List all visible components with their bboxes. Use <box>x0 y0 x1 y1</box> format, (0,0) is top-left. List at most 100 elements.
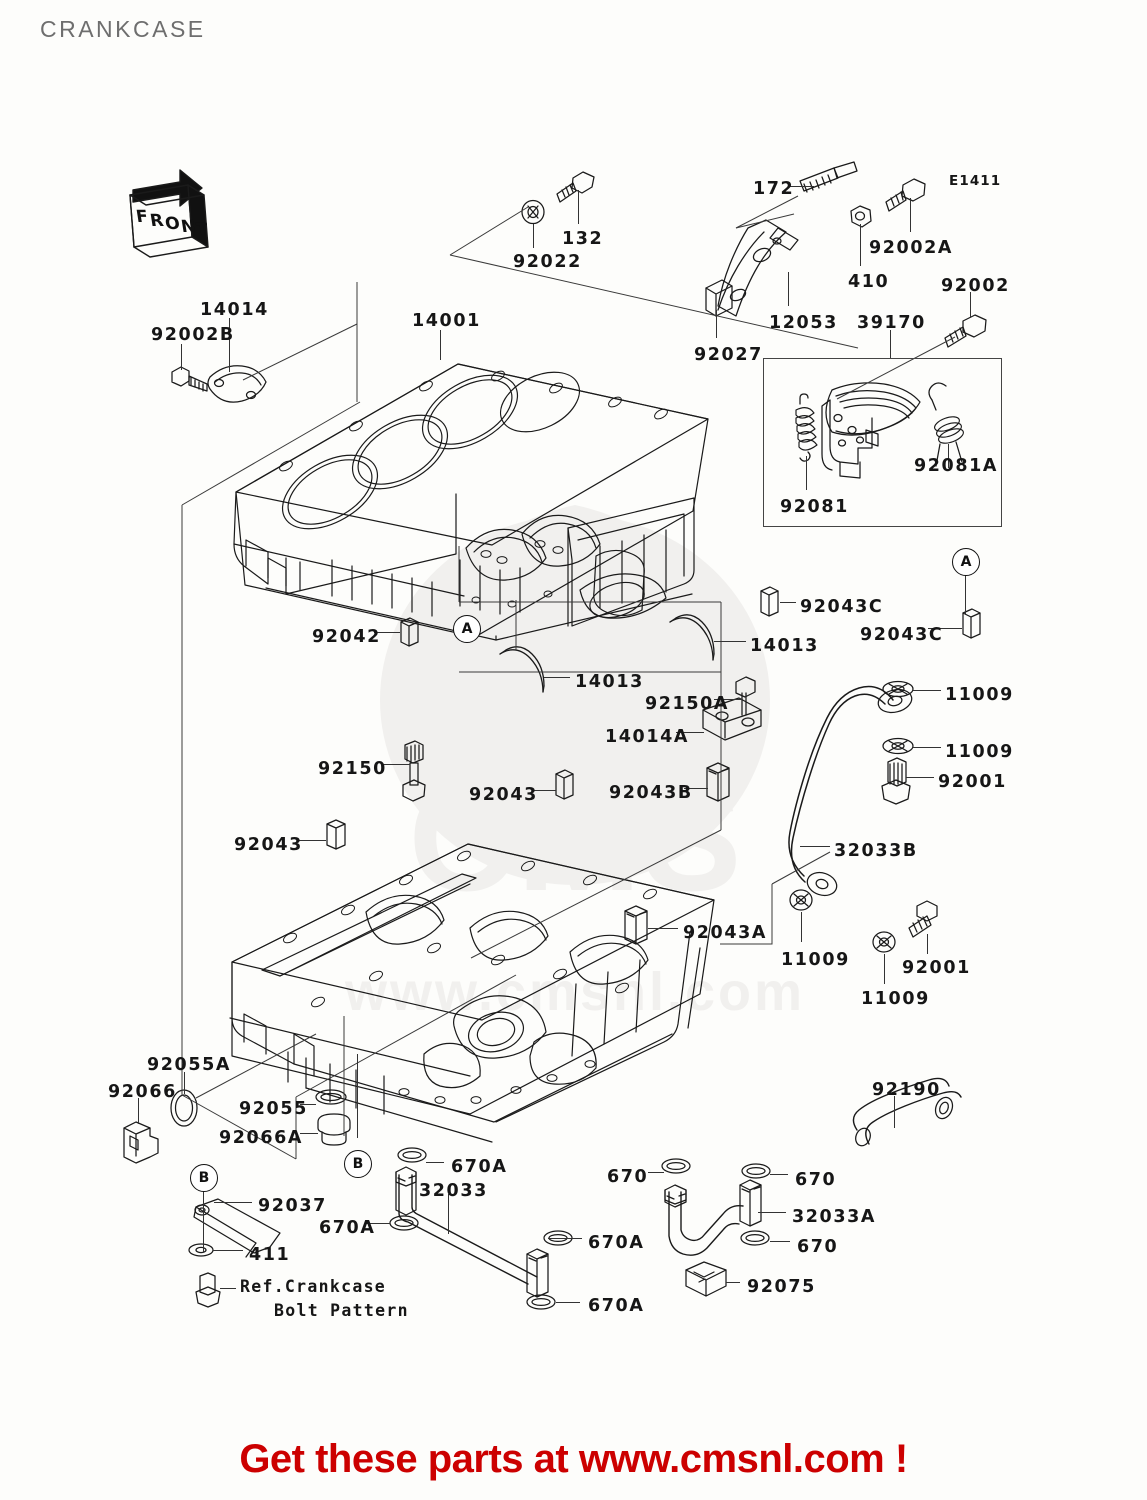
svg-text:www.cmsnl.com: www.cmsnl.com <box>344 962 805 1022</box>
leader-92043C-1 <box>780 602 796 604</box>
leader-92081A <box>948 444 950 468</box>
leader-670-3 <box>770 1241 790 1243</box>
callout-92001-1[interactable]: 92001 <box>938 772 1007 792</box>
callout-92081[interactable]: 92081 <box>780 497 849 517</box>
leader-92001-1 <box>906 777 934 779</box>
leader-92043A <box>648 928 678 930</box>
callout-670A-top[interactable]: 670A <box>451 1157 508 1177</box>
leader-14014A <box>676 732 704 734</box>
reference-bubble-a1[interactable]: A <box>453 615 481 643</box>
callout-92043C-2[interactable]: 92043C <box>860 625 944 645</box>
callout-14014[interactable]: 14014 <box>200 300 269 320</box>
leader-92075 <box>726 1282 740 1284</box>
leader-132 <box>578 190 580 224</box>
leader-92043C-2 <box>928 628 962 630</box>
ref-crankcase-note-line1: Ref.Crankcase <box>240 1277 387 1296</box>
callout-92042[interactable]: 92042 <box>312 627 381 647</box>
callout-670-1[interactable]: 670 <box>607 1167 649 1187</box>
callout-92002[interactable]: 92002 <box>941 276 1010 296</box>
leader-32033 <box>448 1194 450 1234</box>
leader-670-1 <box>648 1172 664 1174</box>
callout-12053[interactable]: 12053 <box>769 313 838 333</box>
callout-92150[interactable]: 92150 <box>318 759 387 779</box>
reference-bubble-b2[interactable]: B <box>344 1150 372 1178</box>
leader-670A-midright <box>548 1238 582 1240</box>
callout-92066A[interactable]: 92066A <box>219 1128 304 1148</box>
callout-92081A[interactable]: 92081A <box>914 456 999 476</box>
leader-92043-left <box>298 840 326 842</box>
callout-92043A[interactable]: 92043A <box>683 923 768 943</box>
reference-bubble-a2[interactable]: A <box>952 548 980 576</box>
callout-670A-midright[interactable]: 670A <box>588 1233 645 1253</box>
callout-92002B[interactable]: 92002B <box>151 325 235 345</box>
callout-14013-right[interactable]: 14013 <box>750 636 819 656</box>
callout-14014A[interactable]: 14014A <box>605 727 690 747</box>
callout-32033A[interactable]: 32033A <box>792 1207 877 1227</box>
callout-11009-1[interactable]: 11009 <box>945 685 1014 705</box>
diagram-code: E1411 <box>949 173 1002 189</box>
callout-92150A[interactable]: 92150A <box>645 694 730 714</box>
callout-39170[interactable]: 39170 <box>857 313 926 333</box>
callout-172[interactable]: 172 <box>753 179 795 199</box>
callout-410[interactable]: 410 <box>848 272 890 292</box>
callout-32033B[interactable]: 32033B <box>834 841 918 861</box>
svg-text:O: O <box>164 214 182 234</box>
callout-14001[interactable]: 14001 <box>412 311 481 331</box>
leader-92022 <box>533 224 535 248</box>
callout-670A-midleft[interactable]: 670A <box>319 1218 376 1238</box>
leader-670-2 <box>770 1174 788 1176</box>
callout-92022[interactable]: 92022 <box>513 252 582 272</box>
callout-92037[interactable]: 92037 <box>258 1196 327 1216</box>
callout-92043C-1[interactable]: 92043C <box>800 597 884 617</box>
leader-92043B <box>684 788 708 790</box>
leader-92002 <box>970 292 972 318</box>
callout-92055A[interactable]: 92055A <box>147 1055 232 1075</box>
callout-92190[interactable]: 92190 <box>872 1080 941 1100</box>
callout-92066[interactable]: 92066 <box>108 1082 177 1102</box>
callout-92002A[interactable]: 92002A <box>869 238 954 258</box>
callout-670A-bottom[interactable]: 670A <box>588 1296 645 1316</box>
callout-11009-4[interactable]: 11009 <box>861 989 930 1009</box>
callout-11009-3[interactable]: 11009 <box>781 950 850 970</box>
leader-92027 <box>716 310 718 338</box>
leader-11009-1 <box>913 690 941 692</box>
leader-92150A <box>714 699 742 701</box>
ref-crankcase-note-line2: Bolt Pattern <box>274 1301 409 1320</box>
leader-14014 <box>229 318 231 372</box>
leader-92190 <box>894 1096 896 1128</box>
callout-92043-mid[interactable]: 92043 <box>469 785 538 805</box>
callout-92055[interactable]: 92055 <box>239 1099 308 1119</box>
callout-32033[interactable]: 32033 <box>419 1181 488 1201</box>
leader-11009-4 <box>884 954 886 984</box>
leader-11009-3 <box>801 912 803 942</box>
leader-92042 <box>374 632 400 634</box>
callout-92027[interactable]: 92027 <box>694 345 763 365</box>
leader-14013-right <box>714 641 746 643</box>
leader-92055A <box>184 1072 186 1094</box>
leader-670A-bottom <box>556 1302 580 1304</box>
leader-32033B <box>800 846 830 848</box>
leader-39170 <box>890 330 892 358</box>
leader-670A-top <box>426 1162 444 1164</box>
reference-bubble-b1[interactable]: B <box>190 1164 218 1192</box>
callout-92075[interactable]: 92075 <box>747 1277 816 1297</box>
callout-411[interactable]: 411 <box>249 1245 291 1265</box>
callout-670-3[interactable]: 670 <box>797 1237 839 1257</box>
footer-promo[interactable]: Get these parts at www.cmsnl.com ! <box>239 1437 908 1481</box>
callout-132[interactable]: 132 <box>562 229 604 249</box>
callout-92043-left[interactable]: 92043 <box>234 835 303 855</box>
svg-text:R: R <box>149 211 165 231</box>
callout-670-2[interactable]: 670 <box>795 1170 837 1190</box>
leader-411 <box>213 1250 243 1252</box>
svg-text:CMS: CMS <box>408 754 741 922</box>
callout-92001-2[interactable]: 92001 <box>902 958 971 978</box>
leader-92001-2 <box>927 934 929 954</box>
callout-14013-left[interactable]: 14013 <box>575 672 644 692</box>
callout-92043B[interactable]: 92043B <box>609 783 693 803</box>
leader-92043-mid <box>532 790 556 792</box>
leader-92002B <box>181 344 183 370</box>
leader-92002A <box>910 198 912 232</box>
callout-11009-2[interactable]: 11009 <box>945 742 1014 762</box>
leader-92150 <box>382 764 410 766</box>
